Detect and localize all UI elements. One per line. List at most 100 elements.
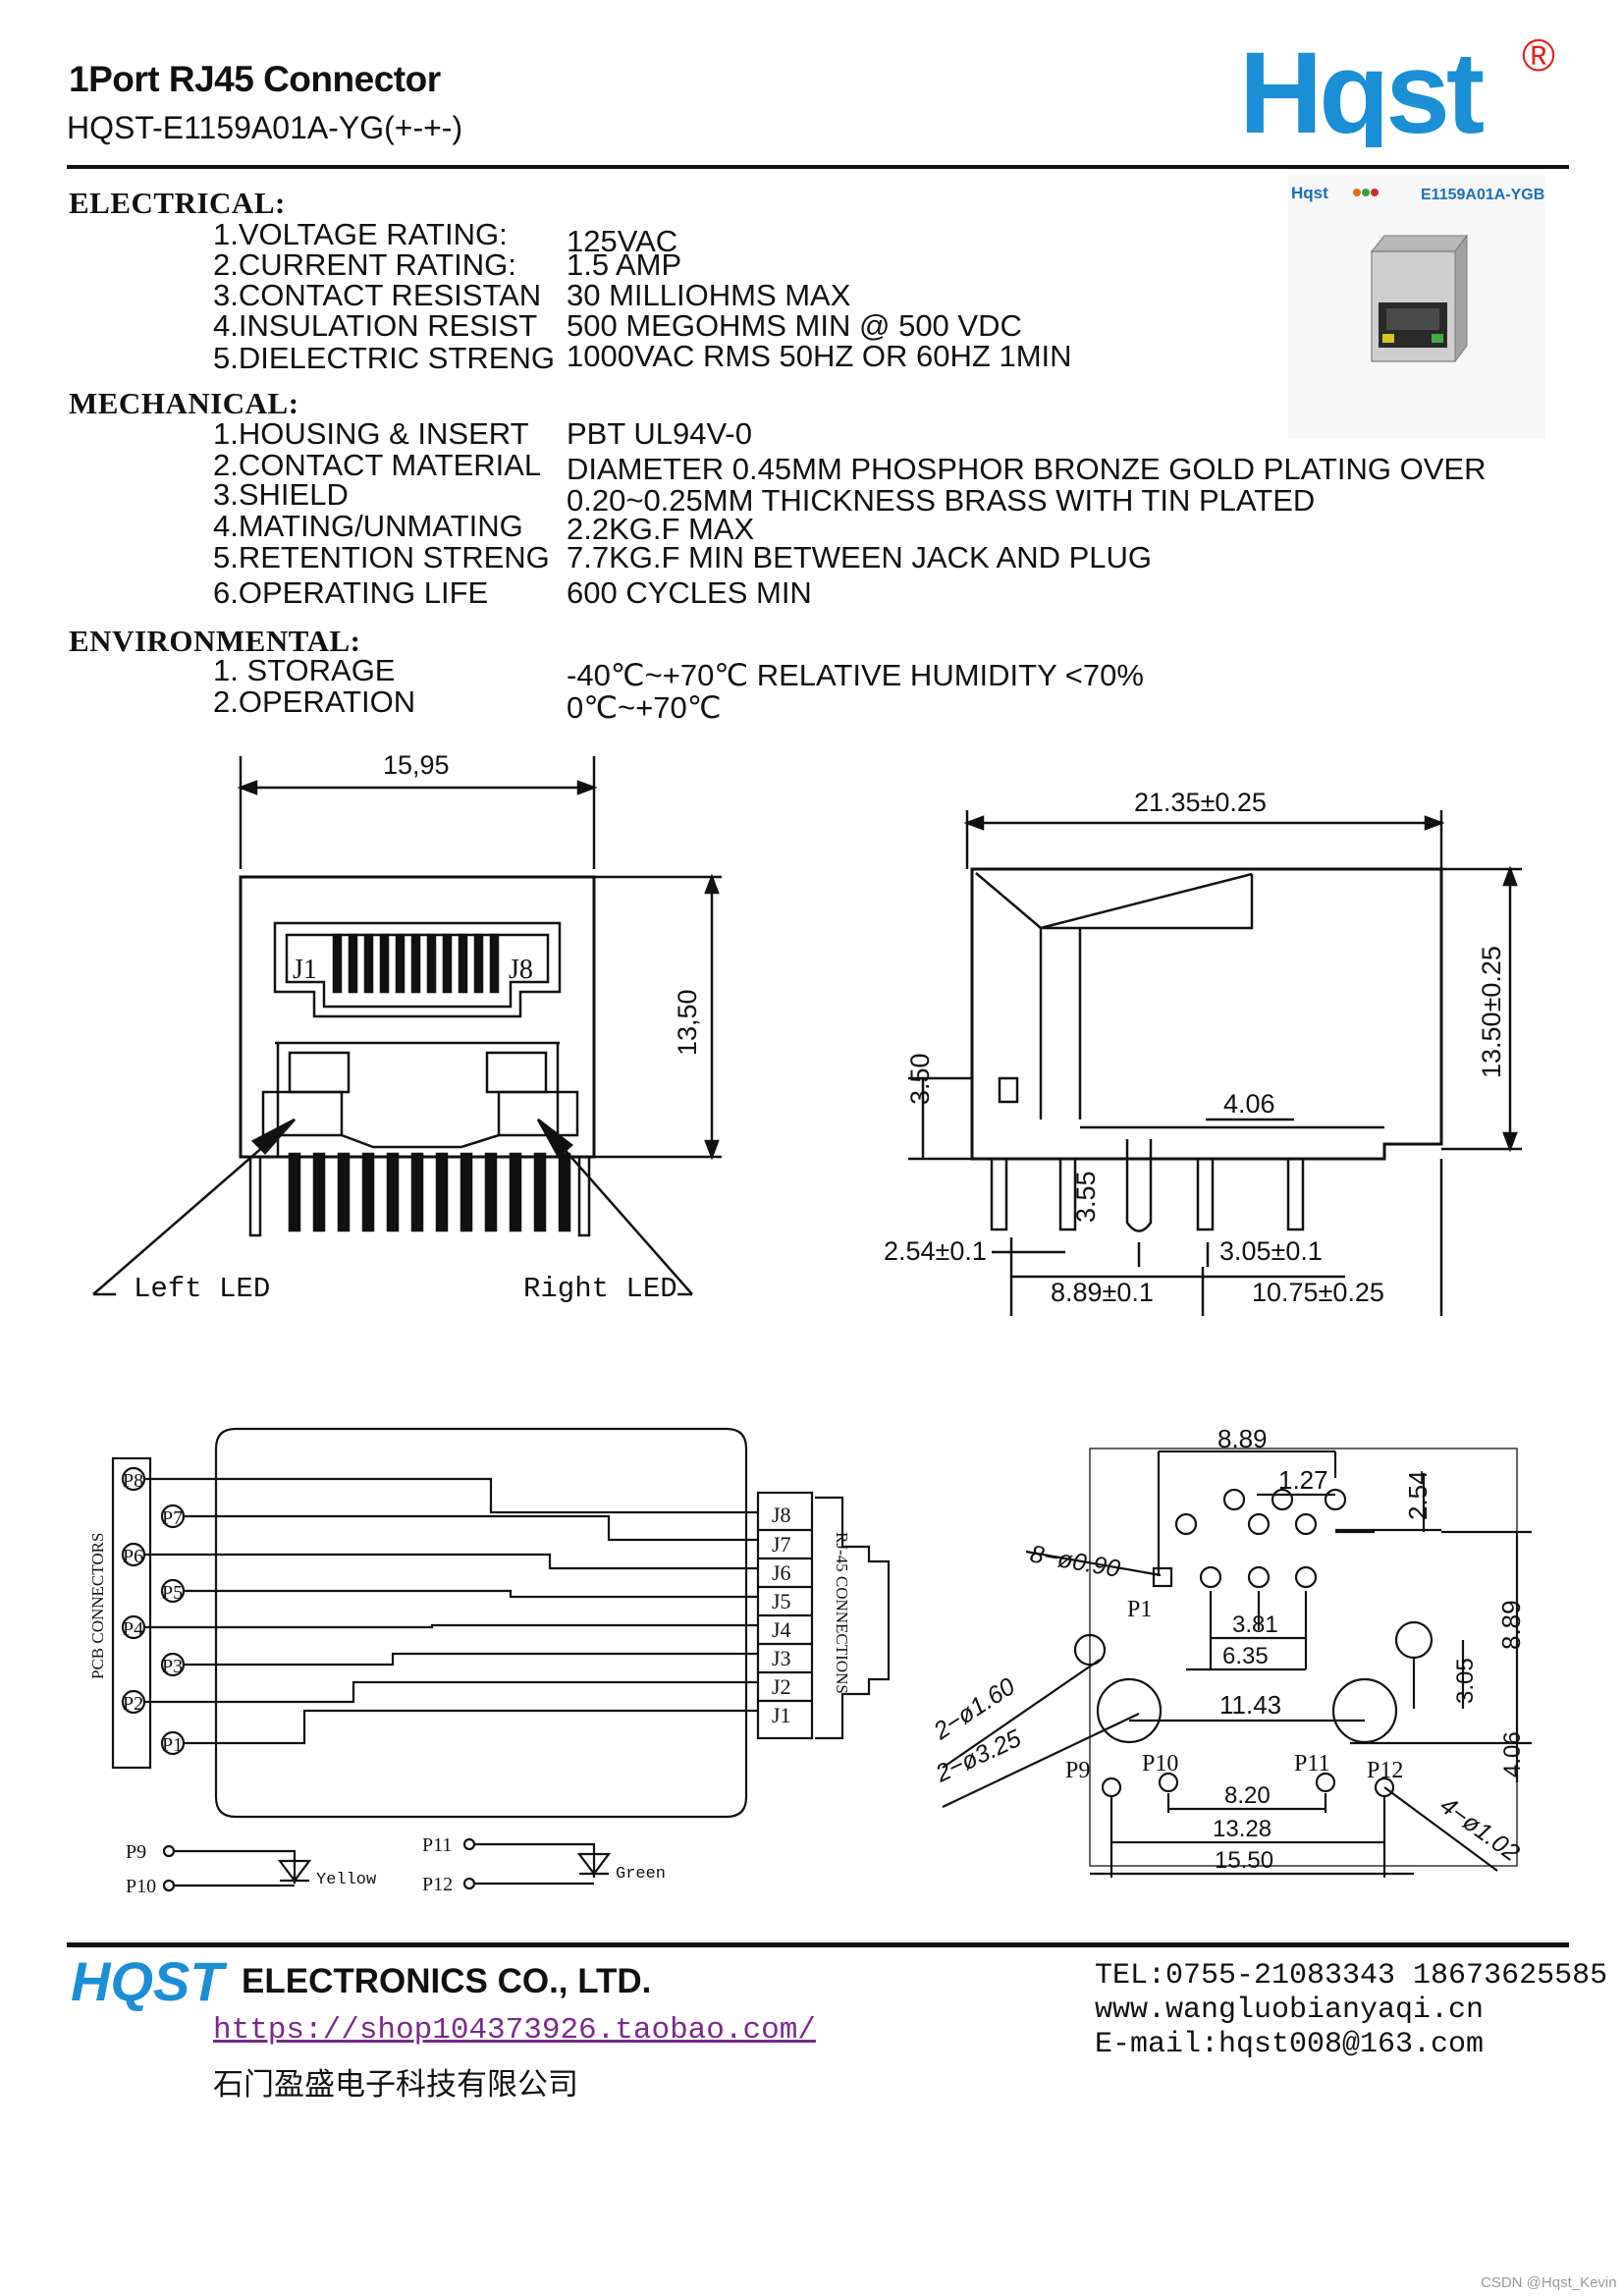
environmental-label: 2.OPERATION [213,684,416,719]
side-width-dim: 21.35±0.25 [1134,788,1267,817]
fp-3-05: 3.05 [1452,1658,1479,1704]
fp-p9: P9 [1065,1758,1090,1783]
pin-j7: J7 [772,1532,791,1557]
pin-j3: J3 [772,1646,791,1670]
pin-length-dim: 3.55 [1071,1171,1101,1223]
pin-j6: J6 [772,1560,791,1585]
pin-j5: J5 [772,1589,791,1613]
pin-j4: J4 [772,1617,791,1642]
footer-tel: TEL:0755-21083343 18673625585 [1095,1959,1608,1993]
electrical-label: 5.DIELECTRIC STRENG [213,341,555,375]
environmental-value: 0℃~+70℃ [567,690,722,725]
mechanical-label: 3.SHIELD [213,477,349,512]
spacing-4-06: 4.06 [1223,1089,1275,1119]
company-chinese-name: 石门盈盛电子科技有限公司 [213,2067,578,2103]
document-title: 1Port RJ45 Connector [69,59,441,99]
environmental-value: -40℃~+70℃ RELATIVE HUMIDITY <70% [567,658,1144,692]
led2-p12: P12 [422,1874,453,1895]
fp-8-89-right: 8.89 [1496,1600,1526,1650]
fp-p11: P11 [1294,1751,1329,1777]
pin-p3: P3 [162,1656,183,1677]
mechanical-value: 0.20~0.25MM THICKNESS BRASS WITH TIN PLA… [567,483,1316,518]
side-height-dim: 13.50±0.25 [1477,946,1506,1078]
electrical-value: 30 MILLIOHMS MAX [567,278,851,312]
front-pin-j1: J1 [293,955,317,985]
dim-8-89: 8.89±0.1 [1051,1278,1154,1307]
logo-text: Hqst [1239,29,1484,147]
pin-p4: P4 [123,1618,143,1640]
fp-8-89-top: 8.89 [1217,1424,1268,1453]
mechanical-label: 2.CONTACT MATERIAL [213,448,542,482]
fp-3-81: 3.81 [1232,1612,1278,1638]
rj45-connections-label: RJ-45 CONNECTIONS [833,1532,851,1694]
mechanical-heading: MECHANICAL: [69,386,299,420]
watermark: CSDN @Hqst_Kevin [1481,2274,1617,2291]
pin-p1: P1 [162,1734,183,1756]
fp-6-35: 6.35 [1222,1643,1269,1669]
side-view: 21.35±0.25 13.50±0.25 3.50 3.55 4.06 2.5… [884,788,1522,1316]
pin-j2: J2 [772,1674,791,1699]
photo-brand: Hqst [1291,184,1328,202]
fp-4-holes-102: 4−ø1.02 [1434,1791,1524,1867]
fp-8-20: 8.20 [1224,1782,1271,1809]
fp-15-50: 15.50 [1215,1847,1273,1874]
p-pin-labels: P8 P7 P6 P5 P4 P3 P2 P1 [121,1466,186,1756]
electrical-value: 1.5 AMP [567,247,682,282]
mechanical-label: 6.OPERATING LIFE [213,575,489,610]
fp-p10: P10 [1142,1751,1178,1777]
pin-p6: P6 [123,1546,143,1567]
fp-13-28: 13.28 [1213,1816,1271,1842]
header-rule [67,165,1569,169]
front-width-dim: 15,95 [383,750,450,780]
front-view: 15,95 13,50 J1 J8 Left LED Right LED [92,750,722,1305]
electrical-value: 500 MEGOHMS MIN @ 500 VDC [567,308,1022,343]
mechanical-value: 7.7KG.F MIN BETWEEN JACK AND PLUG [567,540,1153,574]
pcb-footprint: 8.89 1.27 2.54 8−ø0.90 P1 3.81 6.35 8.89… [928,1424,1532,1878]
electrical-label: 1.VOLTAGE RATING: [213,217,508,251]
electrical-label: 4.INSULATION RESIST [213,308,538,343]
electrical-value: 1000VAC RMS 50HZ OR 60HZ 1MIN [567,339,1072,373]
pin-j8: J8 [772,1503,791,1527]
electrical-value: 125VAC [567,224,678,258]
dim-3-05: 3.05±0.1 [1219,1236,1323,1266]
footer-web[interactable]: www.wangluobianyaqi.cn [1095,1994,1485,2027]
fp-8-holes: 8−ø0.90 [1028,1540,1122,1583]
j-pin-labels: J8 J7 J6 J5 J4 J3 J2 J1 [772,1503,791,1727]
hqst-logo: Hqst ® [1239,29,1555,147]
fp-11-43: 11.43 [1219,1690,1281,1720]
led-green-schematic: P11 P12 Green [422,1834,666,1895]
led1-p9: P9 [126,1841,146,1863]
registered-mark: ® [1522,29,1555,81]
side-offset-dim: 3.50 [905,1053,935,1105]
footer-brand: HQST [71,1950,224,2012]
shop-link[interactable]: https://shop104373926.taobao.com/ [213,2013,816,2048]
mechanical-value: DIAMETER 0.45MM PHOSPHOR BRONZE GOLD PLA… [567,452,1487,486]
front-pin-j8: J8 [509,955,533,985]
pin-j1: J1 [772,1703,791,1727]
fp-2-54: 2.54 [1403,1470,1433,1520]
left-led-label: Left LED [134,1273,270,1305]
fp-p1: P1 [1127,1597,1152,1622]
mechanical-value: 600 CYCLES MIN [567,575,812,610]
photo-caption: E1159A01A-YGB [1421,187,1544,203]
mechanical-label: 5.RETENTION STRENG [213,540,550,574]
pcb-connectors-label: PCB CONNECTORS [88,1533,107,1679]
led1-color: Yellow [316,1871,377,1889]
pin-p2: P2 [123,1693,143,1715]
led1-p10: P10 [126,1876,156,1897]
led2-color: Green [616,1865,666,1884]
front-height-dim: 13,50 [673,989,702,1056]
led2-p11: P11 [422,1834,452,1856]
pin-p7: P7 [162,1507,183,1529]
pin-p8: P8 [123,1470,143,1492]
product-photo: Hqst E1159A01A-YGB [1288,175,1545,438]
mechanical-label: 4.MATING/UNMATING [213,509,523,543]
environmental-heading: ENVIRONMENTAL: [69,624,361,658]
mechanical-value: 2.2KG.F MAX [567,512,755,546]
dim-2-54: 2.54±0.1 [884,1236,987,1266]
mechanical-value: PBT UL94V-0 [567,416,752,451]
schematic: PCB CONNECTORS RJ-45 CONNECTIONS P8 P7 P… [88,1427,891,1897]
environmental-label: 1. STORAGE [213,653,396,687]
footer-email[interactable]: E-mail:hqst008@163.com [1095,2028,1485,2061]
